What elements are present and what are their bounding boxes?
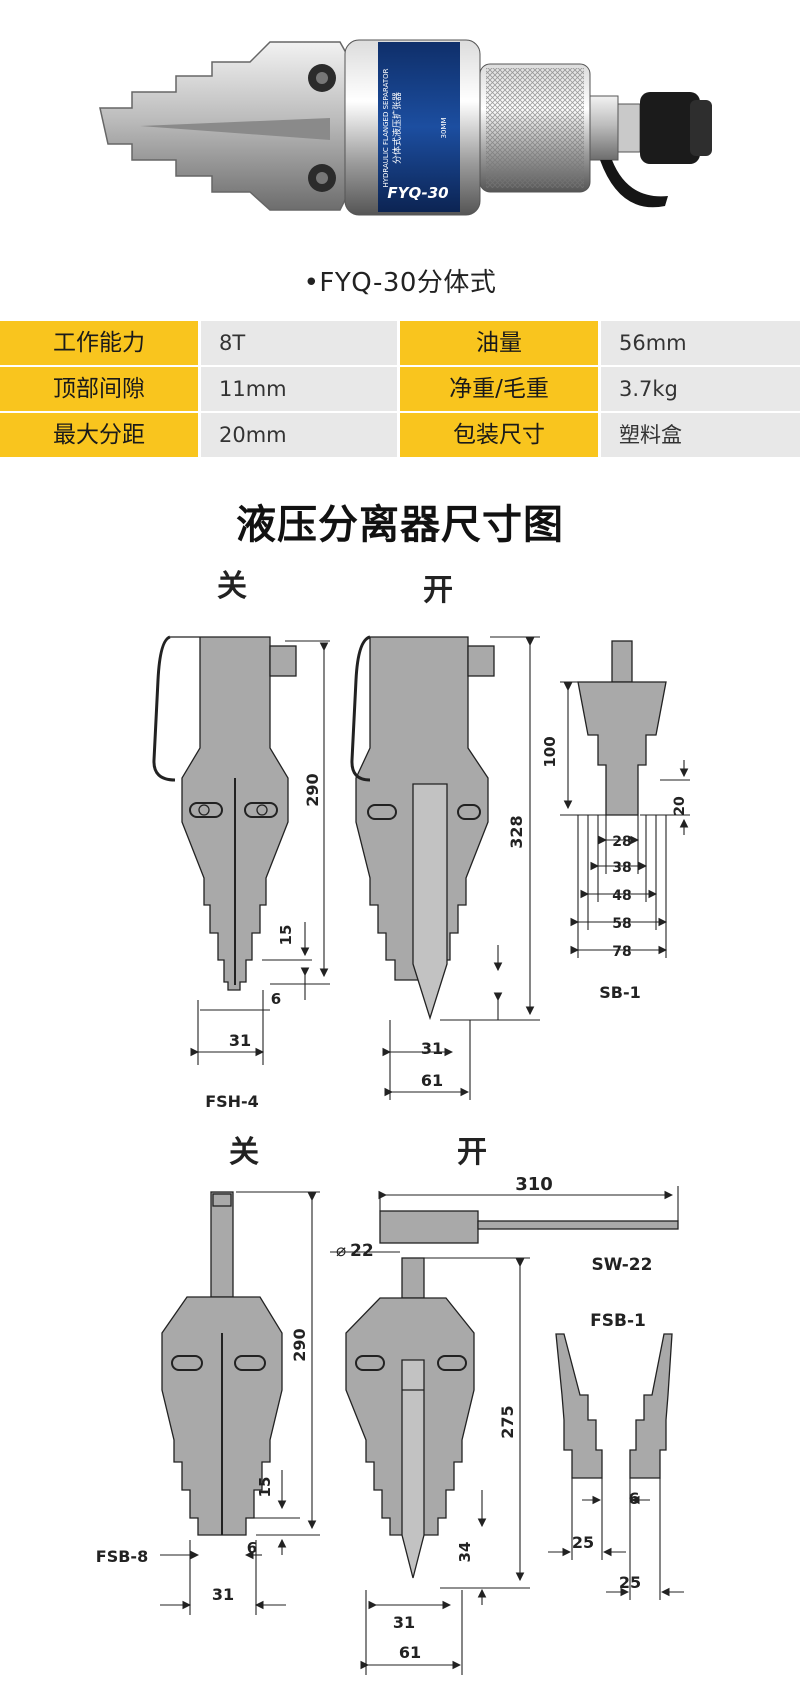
- fsb1-name: FSB-1: [590, 1311, 646, 1331]
- fsh4-height-open: 328: [507, 815, 526, 848]
- sb1-width: 28: [612, 834, 631, 850]
- closed-label: 关: [217, 569, 247, 604]
- spec-value: 56mm: [601, 321, 800, 365]
- spec-value: 3.7kg: [601, 367, 800, 411]
- diameter-icon: ⌀: [336, 1241, 346, 1261]
- sw22-name: SW-22: [592, 1255, 653, 1275]
- fsb1-figure: [555, 1333, 673, 1479]
- product-photo: 分体式液压扩张器 HYDRAULIC FLANGED SEPARATOR 30M…: [99, 39, 712, 216]
- fsb1-width-1: 25: [572, 1533, 594, 1552]
- sb1-figure: [577, 640, 667, 816]
- fsb8-name: FSB-8: [96, 1547, 148, 1566]
- product-caption: •FYQ-30分体式: [303, 268, 497, 298]
- fsb8-tip-dim-1: 15: [256, 1477, 274, 1498]
- body-text-3: 30MM: [440, 118, 448, 139]
- spec-label: 工作能力: [0, 321, 198, 365]
- hydraulic-cylinder: 分体式液压扩张器 HYDRAULIC FLANGED SEPARATOR 30M…: [344, 39, 712, 216]
- sb1-width: 38: [612, 860, 631, 876]
- fsb8-height-open: 275: [498, 1405, 517, 1438]
- body-text-1: HYDRAULIC FLANGED SEPARATOR: [382, 68, 390, 187]
- fsh4-closed-figure: [152, 635, 297, 991]
- fsb8-width: 31: [212, 1585, 234, 1604]
- dimensions-title: 液压分离器尺寸图: [236, 502, 564, 548]
- fsb8-closed-figure: [161, 1191, 283, 1536]
- fsh4-open-figure: [350, 635, 495, 1021]
- fsb8-height-closed: 290: [290, 1328, 309, 1361]
- spec-label: 净重/毛重: [400, 367, 598, 411]
- sb1-width: 58: [612, 916, 631, 932]
- fsh4-tip-dim-2: 6: [271, 990, 281, 1008]
- sb1-name: SB-1: [599, 983, 641, 1002]
- spec-label: 最大分距: [0, 413, 198, 457]
- sw22-figure: [379, 1210, 679, 1244]
- fsb8-open-figure: [345, 1257, 475, 1579]
- fsh4-width: 31: [229, 1031, 251, 1050]
- fsb8-tip-dim-2: 6: [247, 1539, 257, 1557]
- wedge-jaw: [99, 41, 351, 211]
- spec-value: 8T: [201, 321, 397, 365]
- fsh4-name: FSH-4: [205, 1092, 259, 1111]
- fsh4-tip-dim-1: 15: [277, 925, 295, 946]
- open-label: 开: [457, 1135, 487, 1170]
- spec-value: 20mm: [201, 413, 397, 457]
- sb1-height: 100: [541, 736, 559, 767]
- spec-value: 塑料盒: [601, 413, 800, 457]
- fsb8-open-width-2: 61: [399, 1643, 421, 1662]
- sw22-length: 310: [515, 1174, 553, 1195]
- spec-label: 油量: [400, 321, 598, 365]
- fsb1-width-2: 25: [619, 1573, 641, 1592]
- spec-label: 顶部间隙: [0, 367, 198, 411]
- spec-value: 11mm: [201, 367, 397, 411]
- fsb8-tip-open: 34: [456, 1542, 474, 1563]
- spec-label: 包装尺寸: [400, 413, 598, 457]
- closed-label: 关: [229, 1135, 259, 1170]
- body-model-label: FYQ-30: [387, 184, 448, 202]
- fsb8-diameter: 22: [350, 1241, 374, 1261]
- sb1-step: 20: [672, 796, 688, 816]
- fsh4-height-closed: 290: [303, 773, 322, 806]
- sb1-width: 78: [612, 944, 631, 960]
- dimension-drawing: 关 开 290 15 6 31 FSH-4: [96, 569, 690, 1675]
- spec-table: 工作能力 8T 油量 56mm 顶部间隙 11mm 净重/毛重 3.7kg 最大…: [0, 321, 800, 458]
- fsh4-open-width-2: 61: [421, 1071, 443, 1090]
- open-label: 开: [423, 573, 453, 608]
- fsh4-open-width-1: 31: [421, 1039, 443, 1058]
- sb1-width: 48: [612, 888, 631, 904]
- body-text-2: 分体式液压扩张器: [391, 92, 403, 164]
- fsb8-open-width-1: 31: [393, 1613, 415, 1632]
- fsb1-gap: 6: [628, 1489, 639, 1508]
